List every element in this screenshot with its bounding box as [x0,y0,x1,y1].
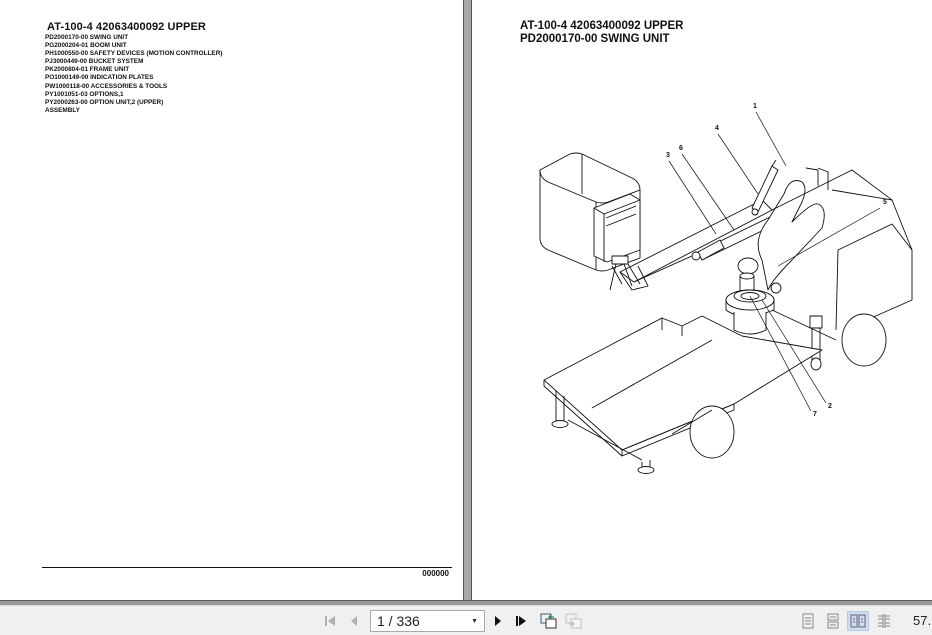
contents-item: PJ3000449-00 BUCKET SYSTEM [45,58,144,66]
swing-unit-diagram: 1 4 6 3 5 2 7 [539,103,913,474]
callout-5: 5 [883,199,887,206]
previous-view-icon [540,613,557,629]
first-page-icon [325,616,335,626]
page-left: AT-100-4 42063400092 UPPER PD2000170-00 … [0,0,464,600]
swing-arm [757,167,829,291]
contents-item: PW1000118-00 ACCESSORIES & TOOLS [45,82,168,90]
viewer-bottom-border [0,600,932,605]
contents-item: PG2000204-01 BOOM UNIT [45,42,127,50]
page-number: 000000 [422,569,449,578]
flatbed [543,315,823,474]
page-right: AT-100-4 42063400092 UPPER PD2000170-00 … [471,0,932,600]
continuous-view-button[interactable] [822,611,844,631]
callout-4: 4 [715,125,719,132]
previous-page-icon [351,616,357,626]
zoom-level[interactable]: 57. [913,613,932,628]
bucket-illustration [539,152,641,272]
next-view-button[interactable] [565,612,583,630]
next-page-icon [495,616,501,626]
navigation-toolbar: 1 / 336 ▼ 57. [0,605,932,635]
continuous-view-icon [827,613,839,629]
callout-1: 1 [753,103,757,110]
contents-item: PK2000804-01 FRAME UNIT [45,66,130,74]
previous-page-button[interactable] [345,612,363,630]
contents-item: PO1000149-00 INDICATION PLATES [45,74,154,82]
contents-item: PY2000263-00 OPTION UNIT,2 (UPPER) [45,98,164,106]
last-page-button[interactable] [513,612,531,630]
contents-item: ASSEMBLY [45,106,80,114]
first-page-button[interactable] [322,612,340,630]
callout-7: 7 [813,411,817,418]
previous-view-button[interactable] [540,612,558,630]
continuous-facing-view-icon [878,614,890,628]
contents-item: PY1001051-03 OPTIONS,1 [45,90,124,98]
page-number-select[interactable]: 1 / 336 ▼ [370,610,485,632]
facing-view-button[interactable] [847,611,869,631]
page-number-value: 1 / 336 [377,613,420,629]
page-title: AT-100-4 42063400092 UPPER PD2000170-00 … [520,20,683,46]
continuous-facing-view-button[interactable] [873,611,895,631]
next-view-icon [565,613,582,629]
dropdown-arrow-icon: ▼ [471,617,478,625]
page-title-line2: PD2000170-00 SWING UNIT [520,33,670,45]
page-separator [464,0,471,605]
page-title: AT-100-4 42063400092 UPPER [47,21,206,33]
single-page-view-button[interactable] [797,611,819,631]
last-page-icon [516,616,526,626]
turntable [725,257,782,335]
callout-leaders [668,111,881,412]
callout-6: 6 [679,145,683,152]
page-title-line1: AT-100-4 42063400092 UPPER [520,20,684,32]
contents-item: PD2000170-00 SWING UNIT [45,34,129,41]
callout-2: 2 [828,403,832,410]
facing-view-icon [850,614,866,628]
truck-cab [771,169,913,371]
document-viewer: AT-100-4 42063400092 UPPER PD2000170-00 … [0,0,932,605]
next-page-button[interactable] [489,612,507,630]
contents-item: PH1000550-00 SAFETY DEVICES (MOTION CONT… [45,50,223,58]
single-page-view-icon [802,613,814,629]
callout-3: 3 [666,152,670,159]
footer-rule [42,567,452,568]
contents-list: PD2000170-00 SWING UNIT PG2000204-01 BOO… [45,34,222,115]
